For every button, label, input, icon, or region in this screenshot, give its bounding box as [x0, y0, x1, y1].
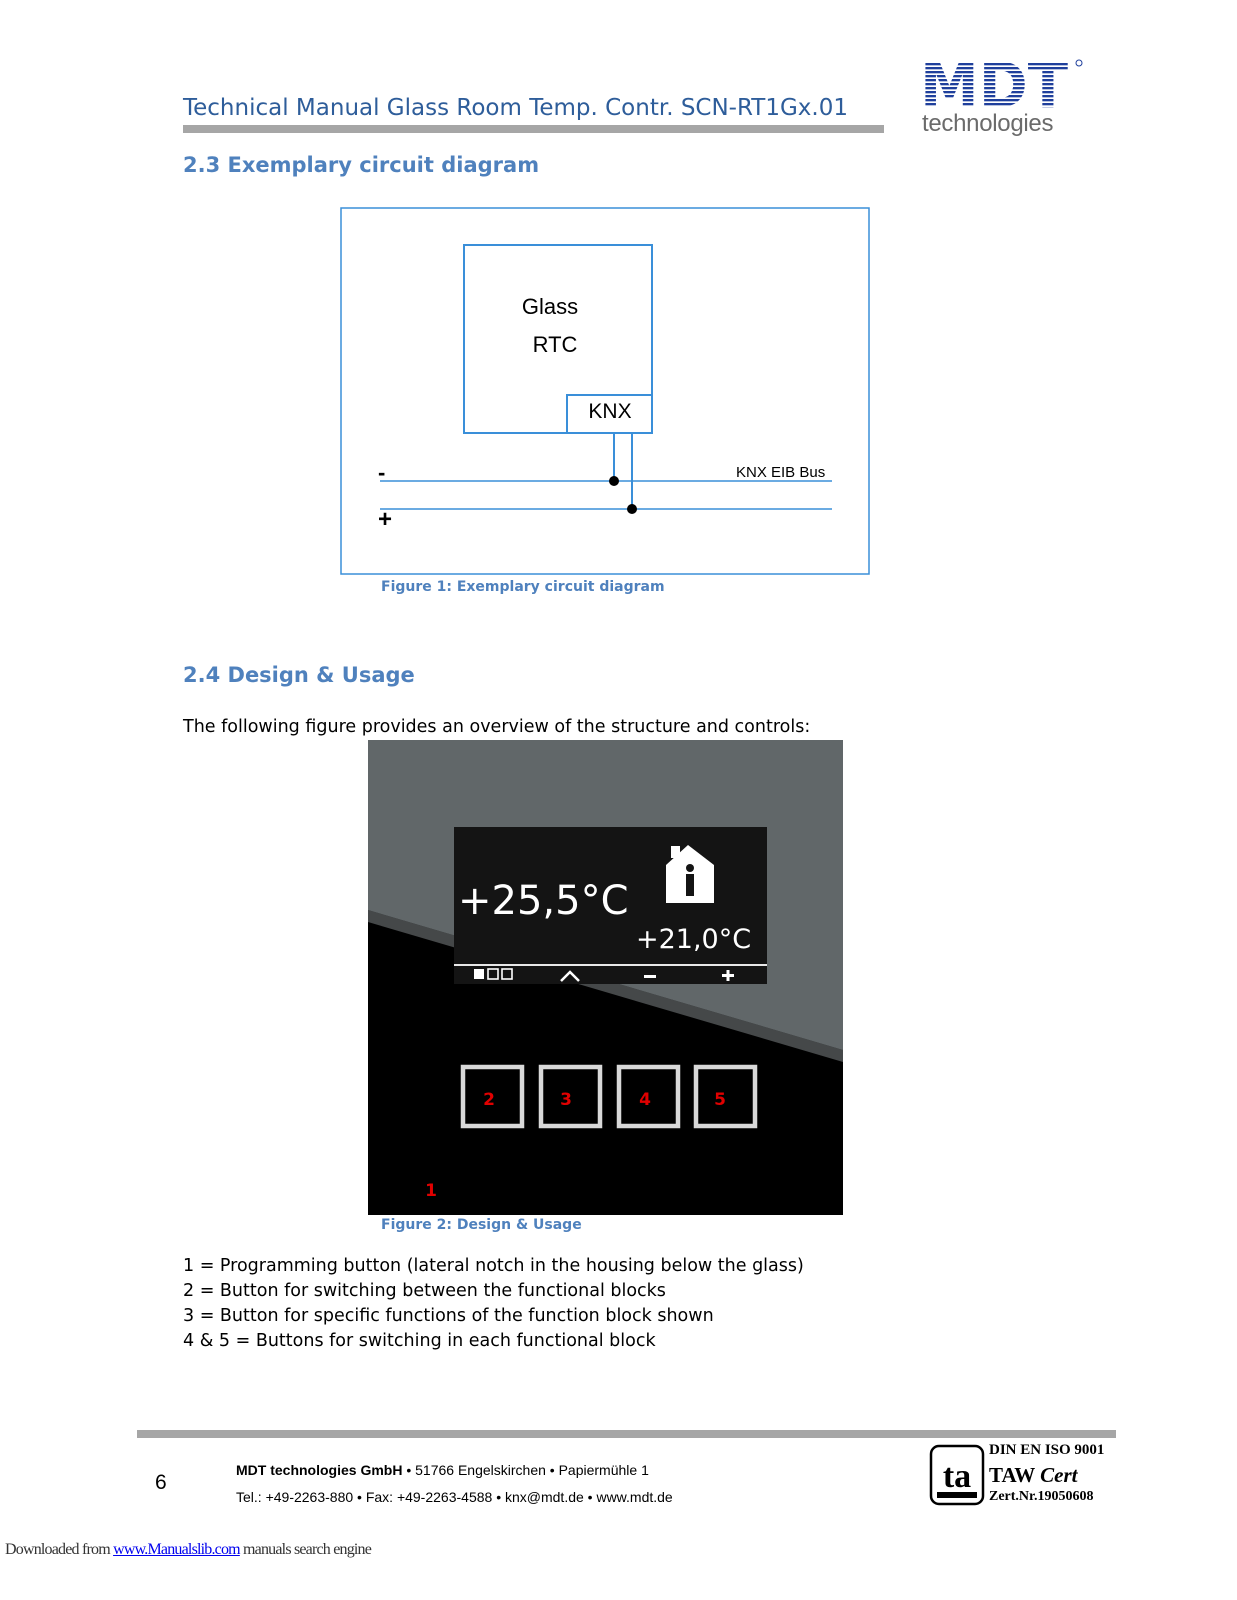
mdt-logo: MDT: [920, 55, 1083, 115]
logo-subtitle: technologies: [922, 110, 1054, 137]
legend-item-4: 4 & 5 = Buttons for switching in each fu…: [183, 1331, 656, 1351]
minus-icon: [644, 975, 656, 978]
download-notice: Downloaded from www.Manualslib.com manua…: [5, 1541, 372, 1559]
logo-mark: MDT: [920, 55, 1068, 115]
intro-text: The following figure provides an overvie…: [183, 717, 811, 737]
diagram-frame: [340, 207, 870, 575]
plus-icon: [722, 970, 734, 981]
footer-address: MDT technologies GmbH • 51766 Engelskirc…: [236, 1462, 649, 1478]
cert-taw-a: TAW: [989, 1463, 1035, 1487]
footer-company: MDT technologies GmbH: [236, 1462, 403, 1478]
cert-taw: TAW Cert: [989, 1463, 1078, 1488]
button-label-3: 3: [560, 1090, 572, 1110]
circuit-diagram: Glass RTC KNX - + KNX EIB Bus: [340, 207, 870, 575]
device-label-glass: Glass: [522, 294, 578, 319]
button-label-4: 4: [639, 1090, 651, 1110]
presence-house-icon: [666, 845, 714, 903]
manualslib-link[interactable]: www.Manualslib.com: [113, 1541, 241, 1558]
button-label-5: 5: [714, 1090, 726, 1110]
button-label-2: 2: [483, 1090, 495, 1110]
cert-taw-b: Cert: [1040, 1463, 1078, 1487]
header-title: Technical Manual Glass Room Temp. Contr.…: [183, 95, 848, 121]
section-heading-design: 2.4 Design & Usage: [183, 663, 415, 687]
plus-label: +: [378, 506, 392, 533]
knx-label: KNX: [588, 400, 631, 423]
touch-button-3: 3: [538, 1064, 603, 1129]
setpoint-temperature: +21,0°C: [636, 924, 751, 955]
junction-plus: [627, 504, 637, 514]
footer-contact: Tel.: +49-2263-880 • Fax: +49-2263-4588 …: [236, 1489, 673, 1505]
ta-cert-logo: ta: [929, 1444, 985, 1506]
device-photo: +25,5°C +21,0°C 2 3 4 5 1: [368, 740, 843, 1215]
legend-item-2: 2 = Button for switching between the fun…: [183, 1281, 666, 1301]
page-number: 6: [155, 1471, 167, 1494]
cert-iso: DIN EN ISO 9001: [989, 1442, 1105, 1458]
touch-button-5: 5: [693, 1064, 758, 1129]
device-label-rtc: RTC: [533, 332, 578, 357]
block-indicator-icon: [474, 968, 513, 980]
programming-button-label: 1: [425, 1181, 437, 1201]
footer-address-line: • 51766 Engelskirchen • Papiermühle 1: [406, 1462, 649, 1478]
knx-connector-box: [566, 394, 653, 434]
touch-button-4: 4: [616, 1064, 681, 1129]
bus-label: KNX EIB Bus: [736, 464, 825, 481]
legend-item-3: 3 = Button for specific functions of the…: [183, 1306, 714, 1326]
download-prefix: Downloaded from: [5, 1541, 114, 1558]
figure-2-caption: Figure 2: Design & Usage: [381, 1217, 582, 1233]
ta-logo-text: ta: [943, 1458, 971, 1495]
touch-button-2: 2: [460, 1064, 525, 1129]
legend-item-1: 1 = Programming button (lateral notch in…: [183, 1256, 804, 1276]
section-heading-circuit: 2.3 Exemplary circuit diagram: [183, 153, 540, 177]
figure-1-caption: Figure 1: Exemplary circuit diagram: [381, 579, 665, 595]
minus-label: -: [378, 460, 385, 485]
cert-number: Zert.Nr.19050608: [989, 1489, 1094, 1504]
current-temperature: +25,5°C: [458, 878, 629, 924]
junction-minus: [609, 476, 619, 486]
footer-rule: [137, 1430, 1116, 1438]
device-box: [463, 244, 653, 434]
up-arrow-icon: [560, 970, 580, 982]
download-suffix: manuals search engine: [239, 1541, 372, 1558]
header-rule: [183, 125, 884, 133]
oled-display: [454, 827, 767, 984]
